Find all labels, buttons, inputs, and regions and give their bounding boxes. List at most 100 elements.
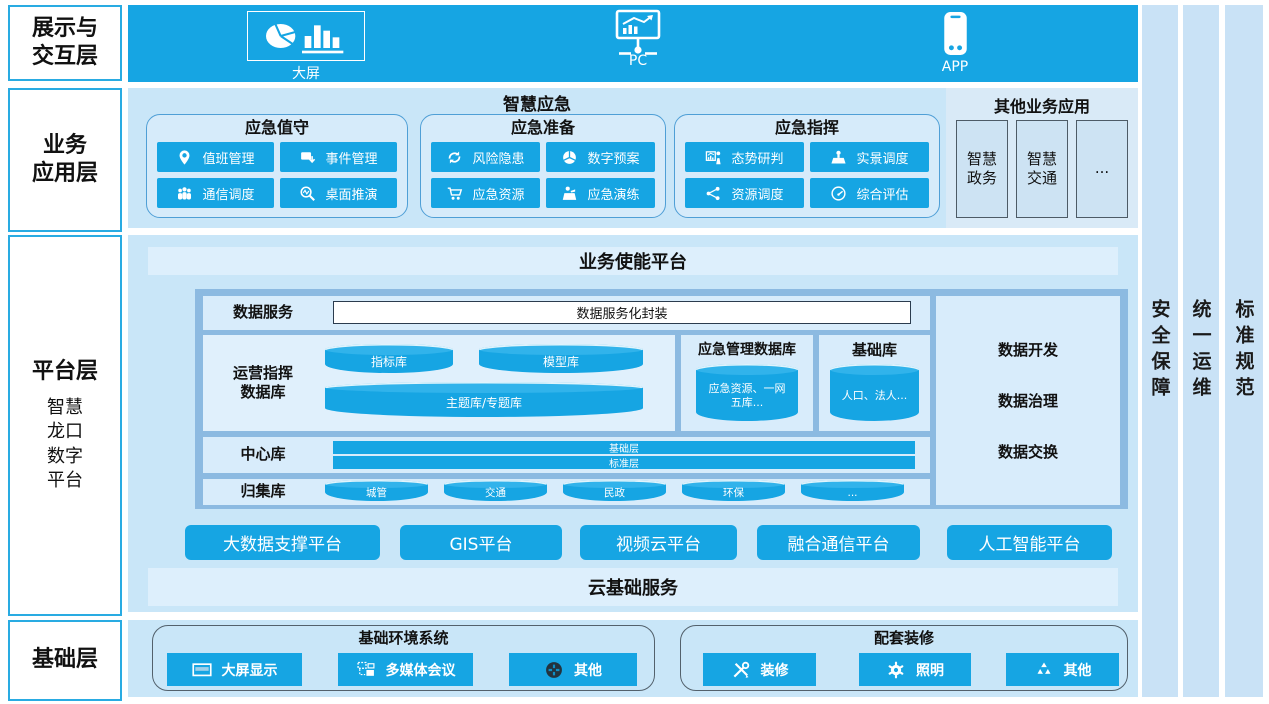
- collection-db-label: 归集库: [240, 482, 286, 501]
- cylinder-civil-affairs-label: 民政: [604, 486, 625, 499]
- button-communication-dispatch-label: 通信调度: [202, 187, 255, 203]
- group-emergency-command-title: 应急指挥: [774, 118, 839, 137]
- platform-subtitle: 智慧 龙口 数字 平台: [47, 396, 83, 491]
- button-decoration-other[interactable]: 其他: [1006, 653, 1119, 686]
- button-emergency-drill-label: 应急演练: [587, 187, 640, 203]
- button-risk-hazard[interactable]: 风险隐患: [431, 142, 540, 172]
- pie-icon: [561, 149, 578, 166]
- button-emergency-resources[interactable]: 应急资源: [431, 178, 540, 208]
- button-comprehensive-evaluation[interactable]: 综合评估: [810, 178, 929, 208]
- data-service-row: 数据服务 数据服务化封装: [203, 296, 930, 330]
- gauge-icon: [830, 185, 847, 202]
- cylinder-theme-db: 主题库/专题库: [325, 382, 643, 417]
- button-gis-platform[interactable]: GIS平台: [400, 525, 562, 560]
- button-event-management[interactable]: 事件管理: [280, 142, 397, 172]
- cylinder-population-legal: 人口、法人...: [830, 364, 919, 421]
- data-ops-column: 数据开发 数据治理 数据交换: [936, 296, 1120, 505]
- box-more-apps[interactable]: ...: [1076, 120, 1128, 218]
- layer-label-business: 业务 应用层: [8, 88, 122, 232]
- cylinder-environment-label: 环保: [723, 486, 744, 499]
- button-unified-comms-platform[interactable]: 融合通信平台: [757, 525, 920, 560]
- button-event-management-label: 事件管理: [325, 151, 378, 167]
- data-development-label: 数据开发: [997, 341, 1058, 359]
- layer-label-foundation: 基础层: [8, 620, 122, 701]
- screen-icon: [192, 660, 212, 680]
- button-bigscreen-display[interactable]: 大屏显示: [167, 653, 302, 686]
- recycle-icon: [1034, 660, 1054, 680]
- cylinder-transport: 交通: [444, 480, 547, 501]
- foundation-layer-band: 基础环境系统 大屏显示 多媒体会议 其他 配套装修 装修 照明: [128, 620, 1138, 697]
- button-lighting[interactable]: 照明: [859, 653, 971, 686]
- tools-icon: [731, 660, 751, 680]
- button-bigdata-platform[interactable]: 大数据支撑平台: [185, 525, 380, 560]
- collection-db-row: 归集库 城管 交通 民政 环保 ...: [203, 479, 930, 505]
- cylinder-population-legal-label: 人口、法人...: [841, 389, 908, 403]
- button-risk-hazard-label: 风险隐患: [472, 151, 525, 167]
- podium-icon: [561, 185, 578, 202]
- sidebar-security-text: 安全保障: [1148, 299, 1171, 403]
- button-situation-analysis[interactable]: 态势研判: [685, 142, 804, 172]
- emergency-db-panel: 应急管理数据库 应急资源、一网 五库...: [681, 335, 813, 431]
- business-layer-band: 智慧应急 应急值守 值班管理 事件管理 通信调度 桌面推演: [128, 88, 1138, 228]
- cylinder-model-db: 模型库: [479, 344, 643, 373]
- cloud-base-services-bar: 云基础服务: [148, 568, 1118, 606]
- cylinder-more-label: ...: [847, 486, 858, 499]
- cylinder-civil-affairs: 民政: [563, 480, 666, 501]
- business-enablement-title: 业务使能平台: [579, 252, 687, 273]
- layer-label-platform-text: 平台层: [31, 358, 98, 384]
- cylinder-citymgmt: 城管: [325, 480, 428, 501]
- bigscreen-icon: [247, 11, 365, 61]
- group-emergency-duty: 应急值守 值班管理 事件管理 通信调度 桌面推演: [146, 114, 408, 218]
- cylinder-emergency-resources: 应急资源、一网 五库...: [696, 364, 798, 421]
- data-exchange-label: 数据交换: [997, 443, 1058, 461]
- button-videocloud-platform[interactable]: 视频云平台: [580, 525, 737, 560]
- center-db-standard-layer: 标准层: [333, 456, 915, 470]
- device-pc-label: PC: [628, 53, 648, 69]
- button-decoration-label: 装修: [760, 662, 789, 679]
- data-service-capsule: 数据服务化封装: [333, 301, 911, 324]
- button-ai-platform[interactable]: 人工智能平台: [947, 525, 1112, 560]
- button-desktop-simulation-label: 桌面推演: [325, 187, 378, 203]
- button-situation-analysis-label: 态势研判: [731, 151, 784, 167]
- button-decoration[interactable]: 装修: [703, 653, 816, 686]
- cloud-base-services-title: 云基础服务: [588, 578, 678, 599]
- other-business-apps-panel: 其他业务应用 智慧 政务 智慧 交通 ...: [946, 88, 1138, 228]
- device-app-label: APP: [941, 59, 969, 75]
- other-business-apps-title: 其他业务应用: [993, 97, 1090, 116]
- disc-icon: [544, 660, 564, 680]
- center-db-row: 中心库 基础层 标准层: [203, 437, 930, 473]
- window-arrow-icon: [299, 149, 316, 166]
- layer-label-business-text: 业务 应用层: [31, 132, 98, 186]
- cylinder-emergency-resources-label: 应急资源、一网 五库...: [708, 382, 786, 409]
- device-bigscreen: 大屏: [236, 11, 376, 83]
- button-realscene-dispatch[interactable]: 实景调度: [810, 142, 929, 172]
- box-smart-transport[interactable]: 智慧 交通: [1016, 120, 1068, 218]
- operation-db-area: 运营指挥 数据库 指标库 模型库 主题库/专题库: [203, 335, 675, 431]
- monitor-icon: [609, 9, 667, 59]
- cart-icon: [446, 185, 463, 202]
- button-duty-management[interactable]: 值班管理: [157, 142, 274, 172]
- base-db-title: 基础库: [851, 341, 897, 359]
- sidebar-security: 安全保障: [1142, 5, 1178, 697]
- button-communication-dispatch[interactable]: 通信调度: [157, 178, 274, 208]
- button-comprehensive-evaluation-label: 综合评估: [856, 187, 909, 203]
- button-resource-dispatch[interactable]: 资源调度: [685, 178, 804, 208]
- button-emergency-drill[interactable]: 应急演练: [546, 178, 655, 208]
- button-desktop-simulation[interactable]: 桌面推演: [280, 178, 397, 208]
- box-smart-government[interactable]: 智慧 政务: [956, 120, 1008, 218]
- platform-layer-band: 业务使能平台 数据服务 数据服务化封装 运营指挥 数据库 指标库 模型库 主题库…: [128, 235, 1138, 612]
- smart-emergency-title: 智慧应急: [503, 95, 571, 115]
- center-db-label: 中心库: [240, 445, 286, 464]
- button-realscene-dispatch-label: 实景调度: [856, 151, 909, 167]
- phone-icon: [942, 10, 969, 57]
- emergency-db-title: 应急管理数据库: [698, 342, 796, 358]
- gear-icon: [886, 660, 906, 680]
- data-platform-panel: 数据服务 数据服务化封装 运营指挥 数据库 指标库 模型库 主题库/专题库 应急…: [195, 289, 1128, 509]
- button-digital-plan[interactable]: 数字预案: [546, 142, 655, 172]
- group-emergency-command: 应急指挥 态势研判 实景调度 资源调度 综合评估: [674, 114, 940, 218]
- chart-person-icon: [705, 149, 722, 166]
- button-emergency-resources-label: 应急资源: [472, 187, 525, 203]
- button-environment-other[interactable]: 其他: [509, 653, 637, 686]
- display-layer-band: 大屏 PC APP: [128, 5, 1138, 82]
- button-multimedia-conference[interactable]: 多媒体会议: [338, 653, 473, 686]
